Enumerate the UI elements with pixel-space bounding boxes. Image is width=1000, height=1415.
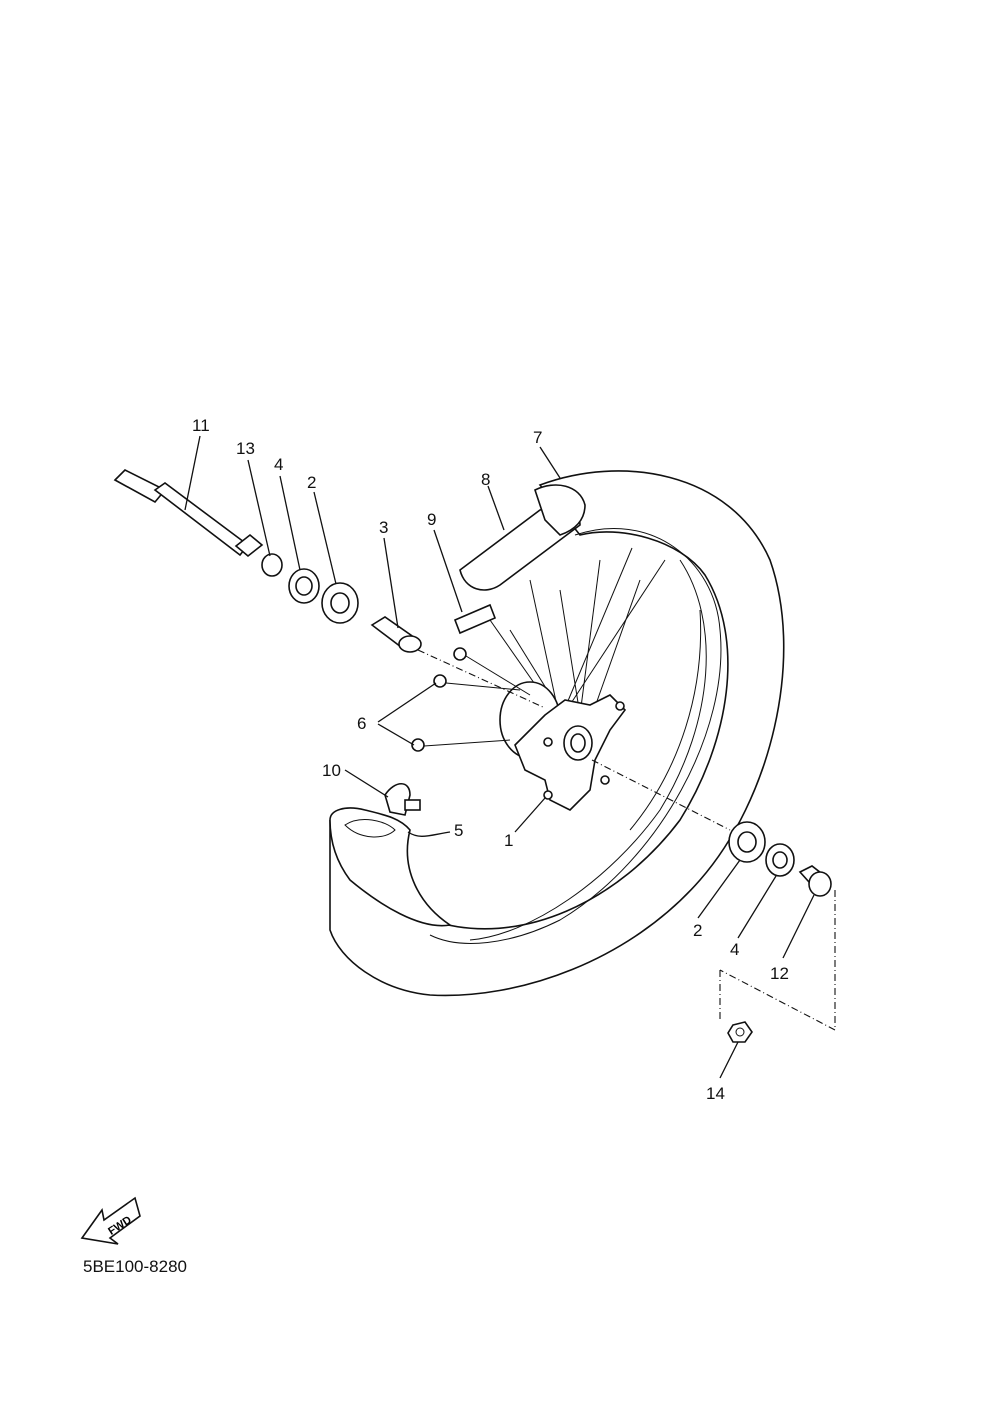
valve-part-9 <box>453 603 497 635</box>
callout-11: 11 <box>192 416 210 435</box>
collar-part-12 <box>798 865 832 897</box>
callout-labels: 11 13 4 2 3 9 8 7 6 10 5 1 2 4 12 14 <box>192 416 789 1103</box>
hub-part-1 <box>499 681 627 811</box>
callout-14: 14 <box>706 1084 725 1103</box>
bolts-part-6 <box>411 647 531 752</box>
callout-10: 10 <box>322 761 341 780</box>
collar-part-13 <box>261 553 283 577</box>
callout-4-right: 4 <box>730 940 739 959</box>
oil-seal-part-4-left <box>288 568 320 604</box>
spacer-part-3 <box>370 616 422 653</box>
callout-8: 8 <box>481 470 490 489</box>
rim-band-part-8 <box>459 484 586 591</box>
callout-7: 7 <box>533 428 542 447</box>
wheel-rim-part-7 <box>329 470 785 997</box>
callout-3: 3 <box>379 518 388 537</box>
callout-2-right: 2 <box>693 921 702 940</box>
bearing-part-2-left <box>321 582 359 624</box>
callout-5: 5 <box>454 821 463 840</box>
axle-centerline <box>417 649 836 1031</box>
nut-part-14 <box>727 1021 753 1043</box>
leader-lines <box>184 435 815 1079</box>
callout-6: 6 <box>357 714 366 733</box>
fwd-arrow-icon: FWD <box>80 1196 141 1245</box>
callout-13: 13 <box>236 439 255 458</box>
tube-valve-part-10 <box>384 782 421 816</box>
oil-seal-part-4-right <box>765 843 795 877</box>
callout-9: 9 <box>427 510 436 529</box>
tire-part-5 <box>329 807 453 927</box>
bearing-part-2-right <box>728 821 766 863</box>
document-code: 5BE100-8280 <box>83 1257 187 1276</box>
axle-part-11 <box>113 469 264 558</box>
callout-2-left: 2 <box>307 473 316 492</box>
callout-12: 12 <box>770 964 789 983</box>
callout-1: 1 <box>504 831 513 850</box>
callout-4-left: 4 <box>274 455 283 474</box>
